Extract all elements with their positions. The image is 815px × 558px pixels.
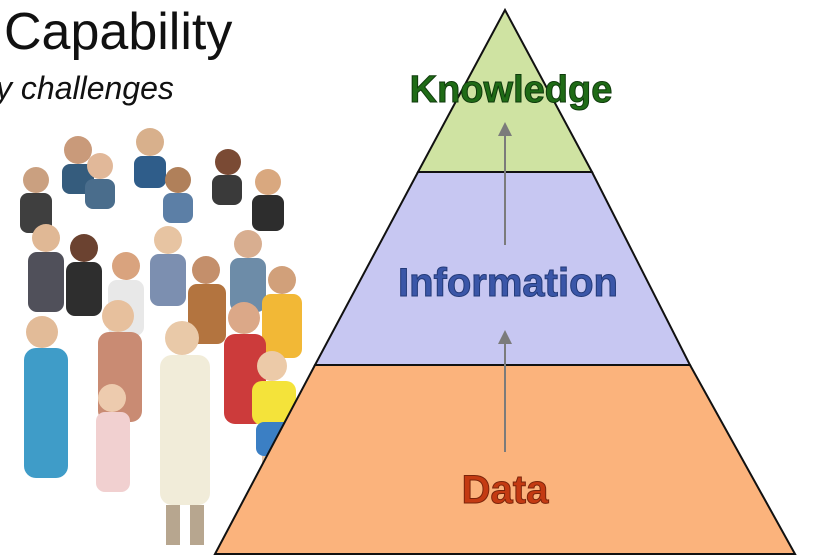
crowd-back-row: [20, 128, 284, 233]
slide-title: Capability: [4, 3, 233, 61]
label-information: Information: [398, 261, 618, 305]
crowd-front-row: [24, 300, 296, 545]
slide-subtitle: y challenges: [0, 70, 174, 106]
knowledge-pyramid: Knowledge Information Data: [213, 7, 797, 555]
crowd-middle-row: [28, 224, 302, 358]
label-data: Data: [462, 468, 549, 512]
pyramid-level-data: [213, 364, 797, 555]
crowd-photo: [20, 128, 302, 545]
arrowhead-data-to-information: [498, 330, 512, 344]
label-knowledge: Knowledge: [410, 69, 613, 111]
arrowhead-information-to-knowledge: [498, 122, 512, 136]
